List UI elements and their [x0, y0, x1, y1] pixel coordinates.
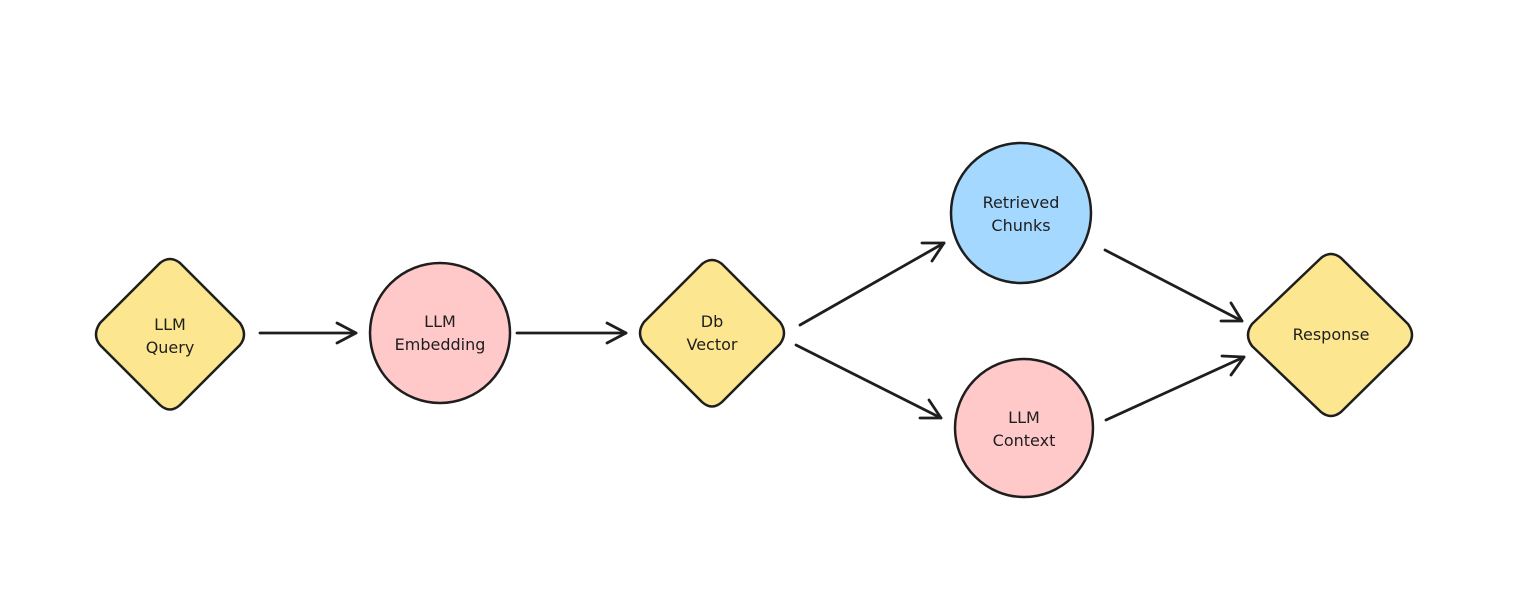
edge-llm-context-to-response [1104, 354, 1246, 422]
llm-embedding-circle [368, 261, 512, 405]
edges [258, 241, 1246, 422]
edge-db-vector-to-retrieved-chunks [798, 241, 946, 327]
node-llm-query[interactable]: LLM Query [94, 257, 246, 411]
node-db-vector[interactable]: Db Vector [638, 258, 786, 408]
response-diamond [1246, 252, 1414, 418]
llm-query-diamond [94, 257, 246, 411]
llm-query-label-line1: LLM [154, 315, 186, 334]
retrieved-chunks-label-line1: Retrieved [983, 193, 1060, 212]
node-llm-embedding[interactable]: LLM Embedding [368, 261, 512, 405]
db-vector-diamond [638, 258, 786, 408]
llm-query-label-line2: Query [146, 338, 195, 357]
edge-llm-query-to-llm-embedding [258, 321, 358, 345]
retrieved-chunks-label-line2: Chunks [991, 216, 1050, 235]
llm-embedding-label-line1: LLM [424, 312, 456, 331]
edge-retrieved-chunks-to-response [1103, 248, 1244, 323]
db-vector-label-line2: Vector [687, 335, 738, 354]
node-retrieved-chunks[interactable]: Retrieved Chunks [949, 141, 1093, 285]
retrieved-chunks-circle [949, 141, 1093, 285]
edge-db-vector-to-llm-context [794, 343, 943, 420]
llm-embedding-label-line2: Embedding [395, 335, 486, 354]
llm-context-circle [953, 357, 1095, 499]
edge-llm-embedding-to-db-vector [515, 321, 628, 345]
node-llm-context[interactable]: LLM Context [953, 357, 1095, 499]
llm-context-label-line2: Context [993, 431, 1056, 450]
llm-context-label-line1: LLM [1008, 408, 1040, 427]
response-label: Response [1293, 325, 1370, 344]
node-response[interactable]: Response [1246, 252, 1414, 418]
db-vector-label-line1: Db [701, 312, 723, 331]
